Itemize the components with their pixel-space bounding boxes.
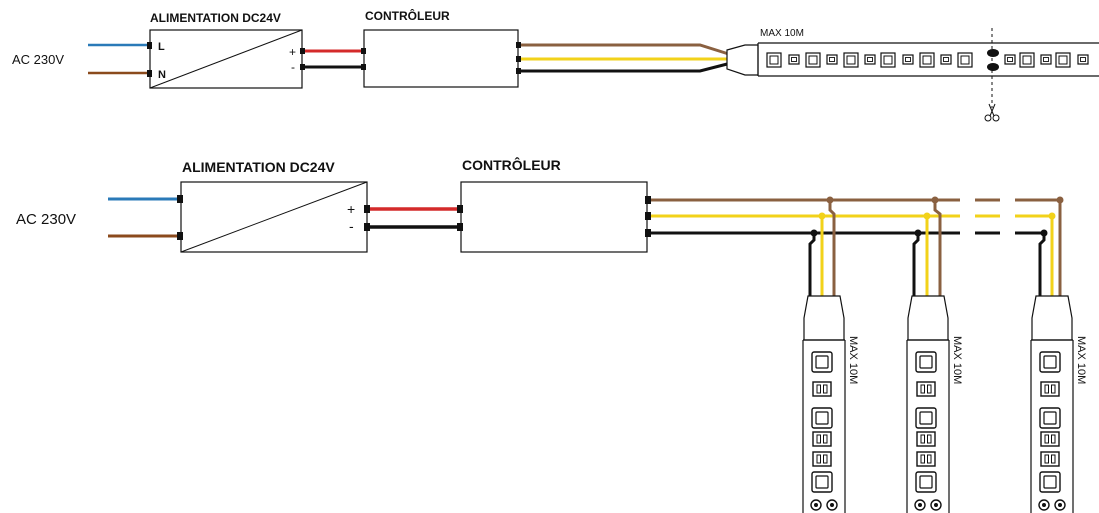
psu-title: ALIMENTATION DC24V [150,11,281,25]
strip-led-chips [766,49,1089,71]
output-wire-brown [521,43,736,58]
vertical-strip-2: MAX 10M [906,295,963,513]
output-wire-black [521,60,736,73]
psu-n-label: N [158,69,166,81]
diagram-2: AC 230V ALIMENTATION DC24V + - CONTRÔLEU… [16,156,1087,513]
psu-terminal-l [147,42,152,49]
psu-minus-label-2: - [349,218,354,234]
controller-box-2 [460,181,648,253]
strip-max-label-3: MAX 10M [1075,336,1087,384]
psu-title-2: ALIMENTATION DC24V [182,159,335,175]
psu-diagonal-2 [180,181,368,253]
psu-plus-label-2: + [347,201,355,217]
psu-terminal-n [147,70,152,77]
controller-title-2: CONTRÔLEUR [462,156,561,173]
ac-label: AC 230V [12,52,64,67]
led-strip [757,42,1099,77]
strip-drop-2 [912,196,942,298]
scissors-icon [984,103,1000,122]
strip-connector [726,44,759,76]
controller-box [363,29,519,88]
vertical-strip-3: MAX 10M [1030,295,1087,513]
strip-max-label-1: MAX 10M [847,336,859,384]
strip-max-label-2: MAX 10M [951,336,963,384]
diagram-1: AC 230V ALIMENTATION DC24V L N + - CONTR… [12,8,1099,122]
strip-max-label: MAX 10M [760,28,804,39]
vertical-strip-1: MAX 10M [802,295,859,513]
bus-wires [651,198,1060,235]
strip-drop-1 [808,196,836,298]
psu-minus-label: - [291,60,295,74]
controller-title: CONTRÔLEUR [365,8,450,23]
ac-label-2: AC 230V [16,211,76,228]
psu-plus-label: + [289,45,296,59]
psu-l-label: L [158,41,165,53]
psu-diagonal [149,29,303,89]
strip-drop-3 [1038,196,1064,298]
